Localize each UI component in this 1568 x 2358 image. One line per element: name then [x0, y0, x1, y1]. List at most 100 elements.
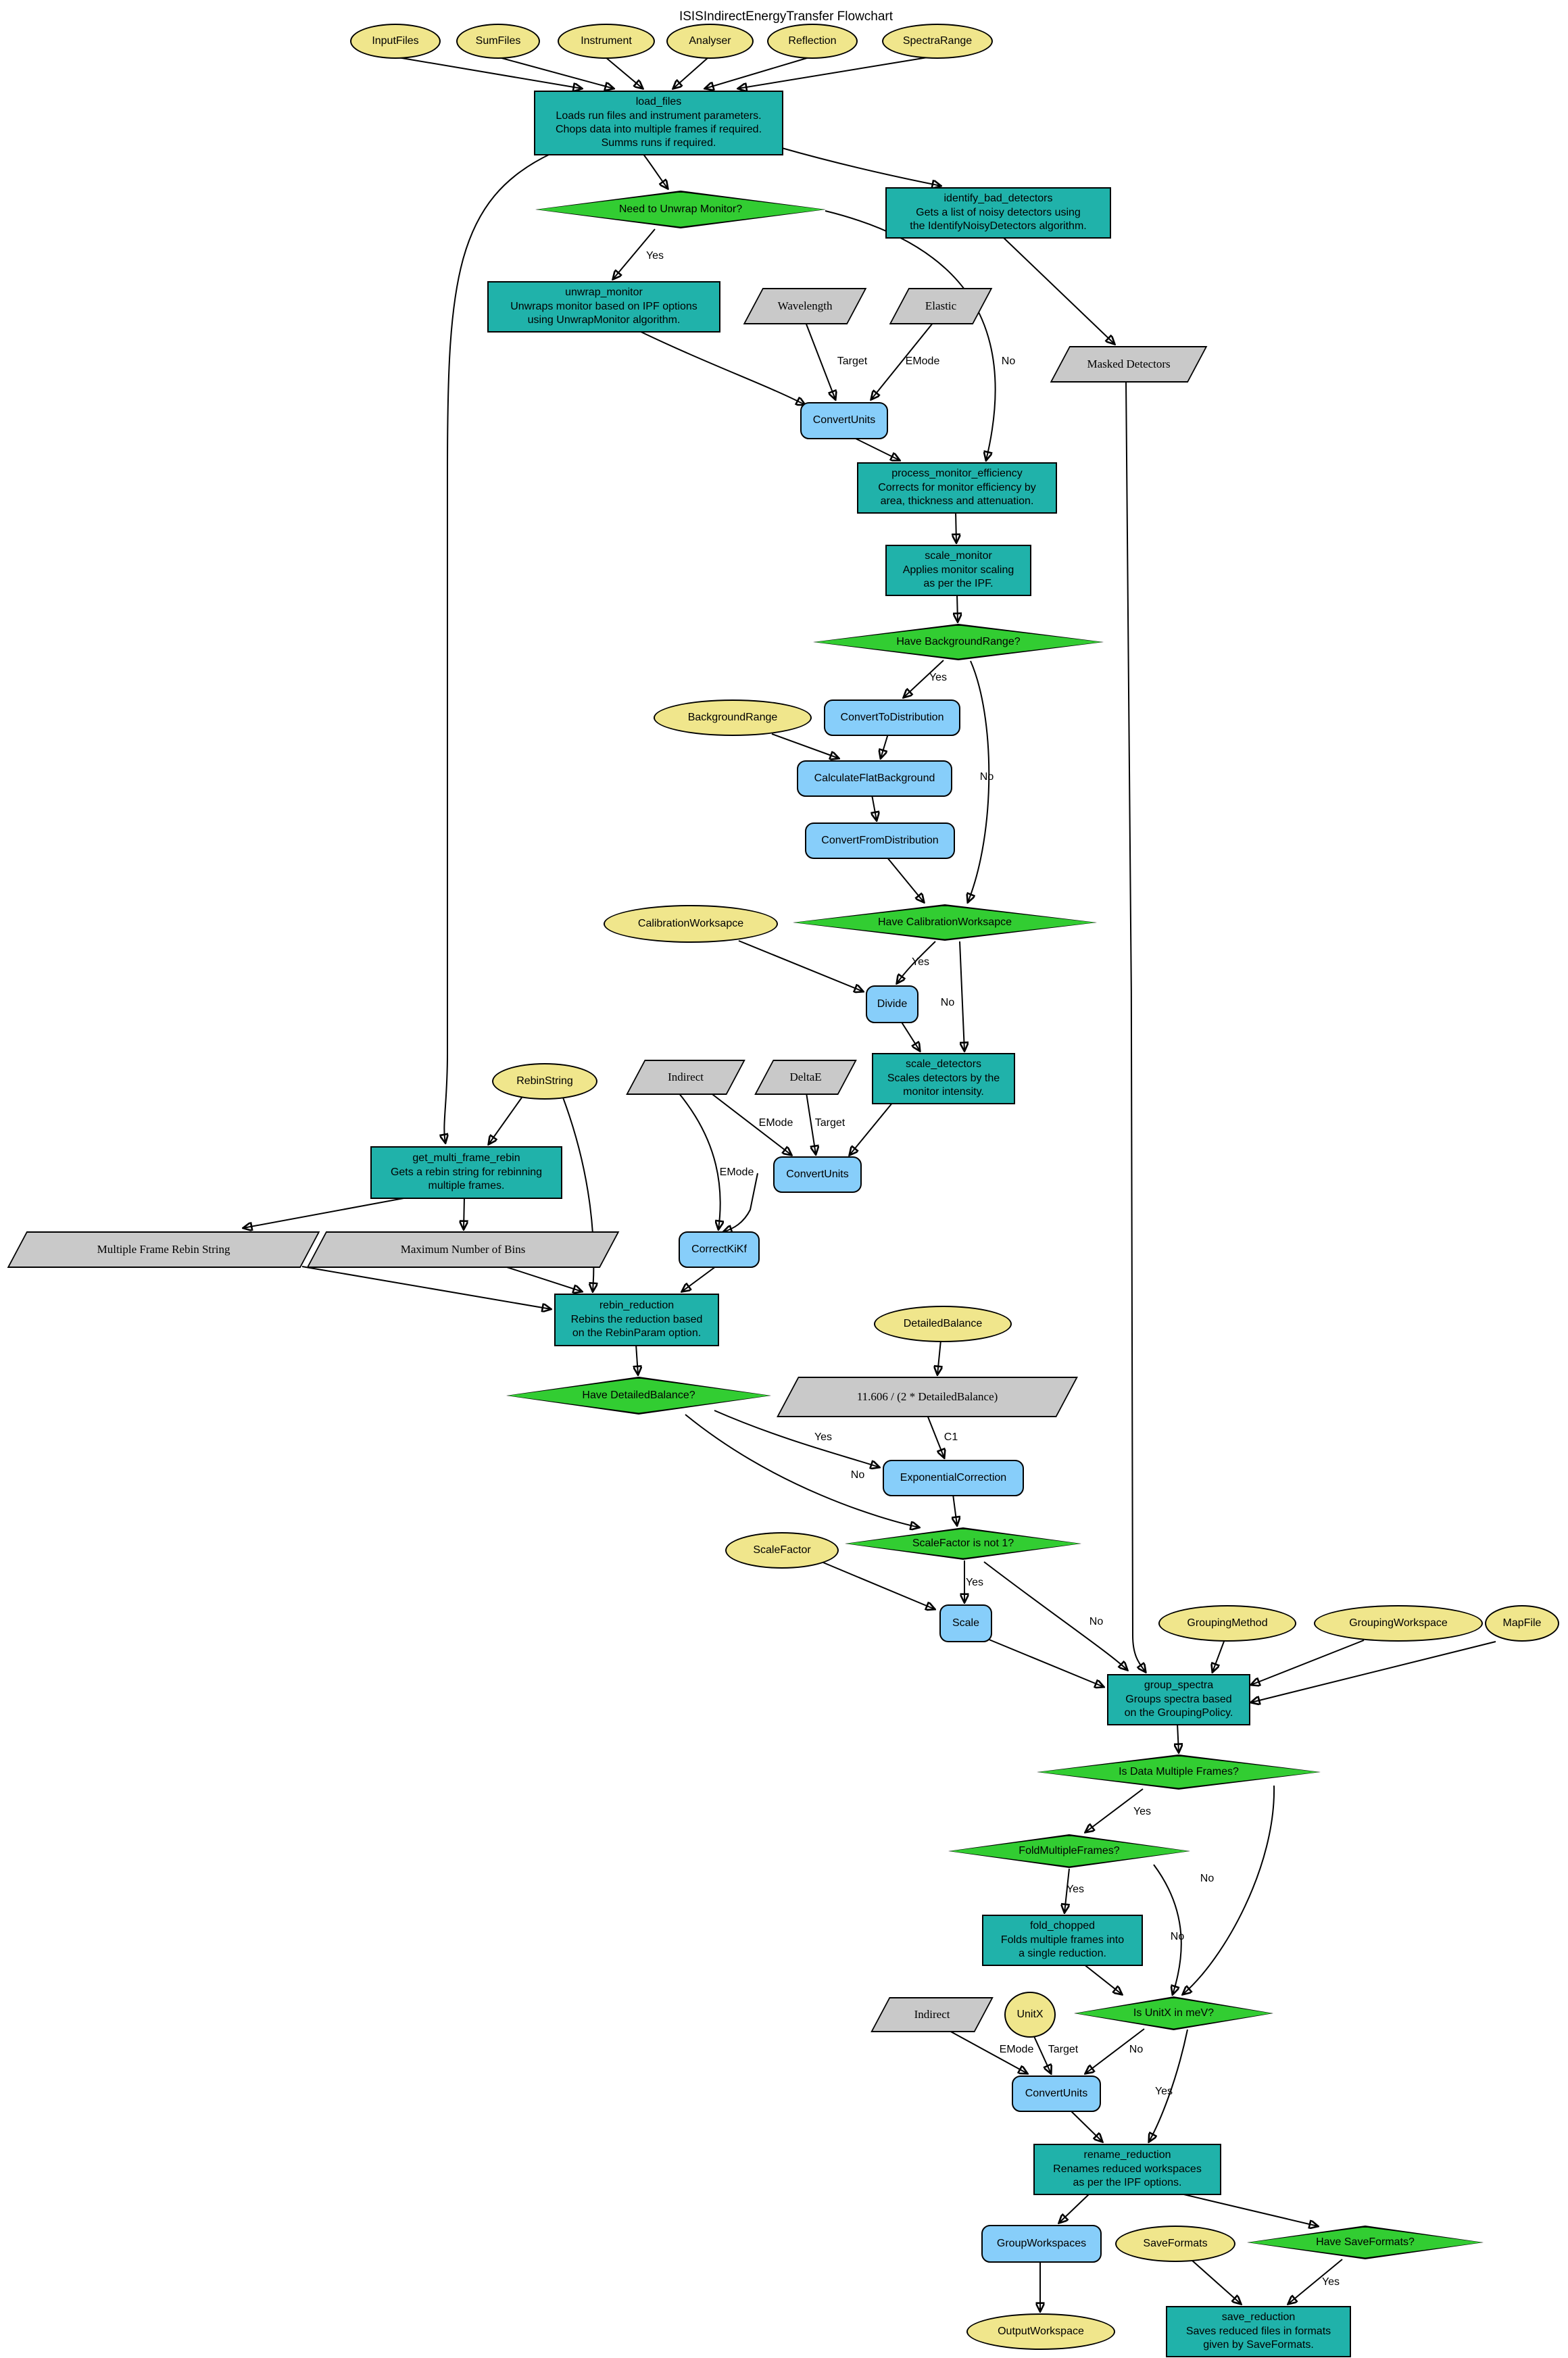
edge-loadfiles-needunwrap — [642, 153, 668, 189]
edge-label-foldmulti-yes: Yes — [1066, 1884, 1085, 1895]
node-converttodistribution: ConvertToDistribution — [824, 699, 960, 736]
edge-unwrapmonitor-convertunits1 — [637, 330, 805, 405]
edge-getmulti-multiframestring — [243, 1196, 412, 1228]
node-scalefactor-not-1: ScaleFactor is not 1? — [845, 1527, 1081, 1560]
node-convertfromdistribution: ConvertFromDistribution — [805, 822, 955, 859]
edge-label-wavelength-target: Target — [837, 355, 868, 367]
edge-unitx-convertunits3 — [1033, 2034, 1051, 2073]
node-scale: Scale — [939, 1604, 992, 1642]
edge-label-havesaveformats-yes: Yes — [1321, 2276, 1340, 2288]
node-foldmultipleframes: FoldMultipleFrames? — [948, 1834, 1190, 1868]
edge-havecalib-no-scaledetectors — [959, 941, 964, 1051]
node-scale-detectors: scale_detectors Scales detectors by the … — [872, 1053, 1015, 1104]
edge-multiframestring-rebinreduction — [301, 1266, 551, 1309]
node-convertunits-2: ConvertUnits — [773, 1156, 862, 1193]
edge-label-foldmulti-no: No — [1170, 1931, 1185, 1942]
node-rebinstring: RebinString — [492, 1063, 597, 1100]
edge-foldmulti-yes-foldchopped — [1064, 1868, 1070, 1913]
node-groupingmethod: GroupingMethod — [1158, 1605, 1296, 1642]
edge-maxbins-rebinreduction — [504, 1266, 582, 1292]
edge-detbal-formula — [937, 1340, 941, 1375]
edge-label-havedetbal-yes: Yes — [814, 1431, 833, 1443]
edge-label-isunitx-yes: Yes — [1154, 2086, 1173, 2097]
edge-calcflatbg-convertfromdist — [872, 794, 877, 820]
edge-convertfromdist-havecalib — [886, 856, 924, 902]
node-indirect-2: Indirect — [871, 1997, 994, 2032]
node-scale-monitor: scale_monitor Applies monitor scaling as… — [885, 545, 1031, 596]
edge-convertunits1-processmonitor — [852, 437, 900, 460]
edge-havesaveformats-yes-savereduction — [1288, 2259, 1343, 2304]
node-reflection: Reflection — [767, 24, 858, 59]
edge-label-elastic-emode: EMode — [905, 355, 940, 367]
node-analyser: Analyser — [666, 24, 754, 59]
node-backgroundrange: BackgroundRange — [654, 699, 812, 736]
edge-analyser-loadfiles — [673, 57, 709, 89]
node-instrument: Instrument — [558, 24, 655, 59]
node-groupingworkspace: GroupingWorkspace — [1314, 1605, 1483, 1642]
edge-elastic-convertunits1 — [871, 322, 934, 399]
node-rebin-reduction: rebin_reduction Rebins the reduction bas… — [554, 1294, 719, 1346]
node-maximum-number-of-bins: Maximum Number of Bins — [306, 1231, 620, 1268]
node-fold-chopped: fold_chopped Folds multiple frames into … — [982, 1915, 1143, 1966]
edge-label-unitx-target: Target — [1048, 2044, 1079, 2055]
edge-convertunits2-correctkikf — [723, 1173, 758, 1232]
edge-label-sfnot1-no: No — [1089, 1616, 1104, 1627]
node-calculateflatbackground: CalculateFlatBackground — [797, 760, 952, 797]
edge-inputfiles-loadfiles — [393, 56, 582, 89]
node-exponentialcorrection: ExponentialCorrection — [883, 1460, 1024, 1496]
edge-label-ismultiframes-yes: Yes — [1133, 1806, 1152, 1817]
edge-rename-groupworkspaces — [1059, 2192, 1091, 2223]
node-save-reduction: save_reduction Saves reduced files in fo… — [1166, 2306, 1351, 2357]
node-have-saveformats: Have SaveFormats? — [1247, 2226, 1484, 2259]
edge-label-needunwrap-yes: Yes — [645, 250, 664, 262]
node-inputfiles: InputFiles — [350, 24, 441, 59]
edge-label-havebgrange-no: No — [979, 771, 994, 783]
edge-rename-havesaveformats — [1177, 2192, 1318, 2226]
edge-label-havecalib-no: No — [940, 997, 955, 1008]
node-is-unitx-in-mev: Is UnitX in meV? — [1074, 1996, 1273, 2030]
edge-loadfiles-getmultiframerebin — [444, 153, 552, 1143]
edge-expcorr-sfnot1 — [953, 1494, 957, 1525]
edge-divide-scaledetectors — [900, 1021, 920, 1051]
edge-ismultiframes-yes-foldmulti — [1085, 1788, 1144, 1832]
edge-isunitx-yes-rename — [1149, 2029, 1188, 2142]
node-load-files: load_files Loads run files and instrumen… — [534, 91, 783, 155]
edge-rebinstring-rebinreduction — [562, 1097, 593, 1292]
node-correctkikf: CorrectKiKf — [679, 1231, 760, 1268]
node-mapfile: MapFile — [1485, 1605, 1559, 1642]
edge-needunwrap-yes-unwrapmonitor — [613, 228, 656, 279]
node-have-calibrationworkspace: Have CalibrationWorksapce — [793, 904, 1097, 941]
edge-convertunits3-rename — [1069, 2109, 1102, 2142]
edge-label-havedetbal-no: No — [850, 1469, 865, 1481]
edge-label-isunitx-no: No — [1129, 2044, 1144, 2055]
edge-isunitx-no-convertunits3 — [1085, 2028, 1145, 2073]
edge-label-havecalib-yes: Yes — [911, 956, 930, 968]
page-title: ISISIndirectEnergyTransfer Flowchart — [679, 9, 893, 24]
node-detailedbalance: DetailedBalance — [874, 1306, 1012, 1342]
edge-foldchopped-isunitx — [1083, 1963, 1122, 1994]
edge-havedetbal-yes-expcorr — [714, 1410, 879, 1467]
edge-loadfiles-identifybad — [781, 147, 941, 186]
edge-correctkikf-rebinreduction — [682, 1266, 716, 1292]
node-get-multi-frame-rebin: get_multi_frame_rebin Gets a rebin strin… — [370, 1146, 562, 1199]
edge-foldmulti-no-isunitx — [1153, 1864, 1182, 1994]
edge-rebinstring-getmultiframerebin — [489, 1097, 522, 1144]
edge-mapfile-groupspectra — [1251, 1641, 1496, 1702]
node-outputworkspace: OutputWorkspace — [966, 2313, 1115, 2350]
node-scalefactor: ScaleFactor — [725, 1532, 839, 1569]
node-calibrationworkspace: CalibrationWorksapce — [604, 905, 778, 943]
node-multiple-frame-rebin-string: Multiple Frame Rebin String — [7, 1231, 320, 1268]
edge-label-indirect1-emode-2: EMode — [719, 1166, 754, 1178]
edge-label-indirect1-emode: EMode — [758, 1117, 793, 1129]
edge-scaledetectors-convertunits2 — [850, 1102, 893, 1155]
node-convertunits-3: ConvertUnits — [1012, 2075, 1101, 2112]
node-detailedbalance-formula: 11.606 / (2 * DetailedBalance) — [777, 1377, 1078, 1417]
edge-sfnot1-no-groupspectra — [983, 1561, 1127, 1670]
node-convertunits-1: ConvertUnits — [800, 402, 888, 439]
edge-rebinreduction-havedetbal — [636, 1344, 638, 1375]
edge-indirect1-convertunits2 — [706, 1089, 791, 1155]
edge-label-ismultiframes-no: No — [1200, 1873, 1215, 1884]
edge-spectrarange-loadfiles — [738, 57, 928, 89]
